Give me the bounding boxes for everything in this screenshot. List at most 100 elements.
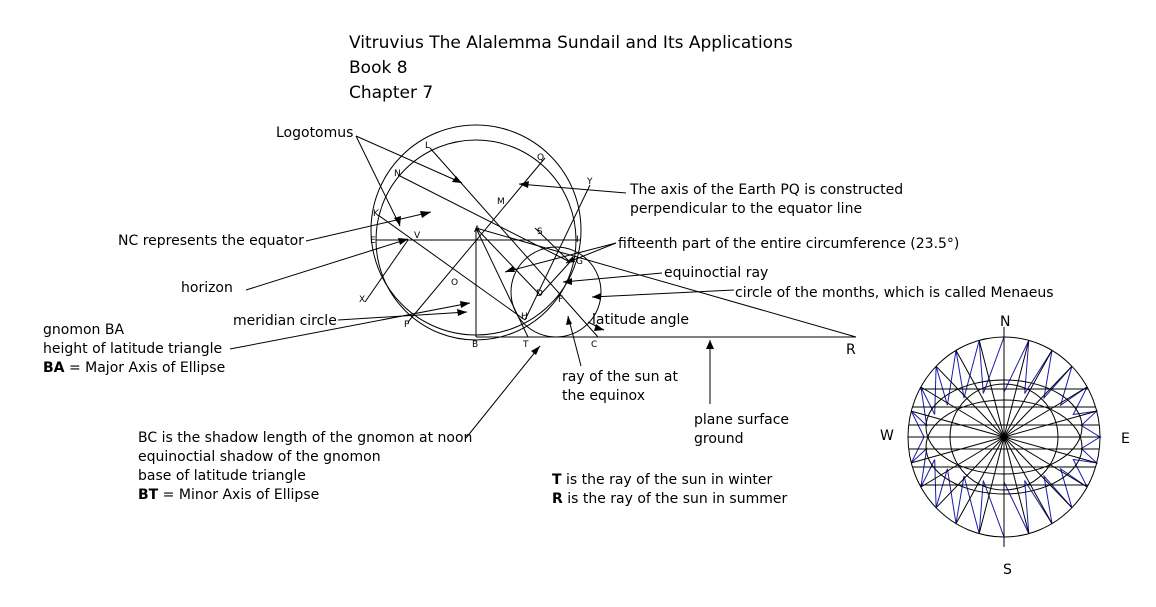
- point-F: F: [558, 295, 563, 305]
- label-circle-months: circle of the months, which is called Me…: [735, 285, 1054, 301]
- point-V: V: [414, 231, 421, 241]
- dial-hour-ray: [920, 436, 1005, 488]
- point-I: I: [576, 235, 579, 245]
- arrow-menaeus: [592, 293, 601, 300]
- label-meridian-circle: meridian circle: [233, 313, 337, 329]
- label-bc-4-rest: = Minor Axis of Ellipse: [158, 487, 320, 503]
- leader-equinoctial: [562, 272, 663, 283]
- point-L: L: [425, 141, 430, 151]
- arrow-fifteenth-1: [566, 256, 575, 263]
- arrow-nc: [420, 211, 431, 218]
- label-gnomon-1: gnomon BA: [43, 322, 125, 338]
- label-r-summer: R is the ray of the sun in summer: [552, 490, 787, 508]
- label-horizon: horizon: [181, 280, 233, 296]
- arrow-equinoctial: [563, 278, 572, 285]
- dial-hour-ray: [920, 386, 1005, 438]
- point-K: K: [373, 209, 380, 219]
- line-Y-H: [524, 184, 591, 321]
- label-bc-4-bold: BT: [138, 487, 159, 503]
- point-A: A: [474, 225, 481, 235]
- label-bc-2: equinoctial shadow of the gnomon: [138, 449, 381, 465]
- leader-nc: [305, 211, 432, 242]
- arrow-gnomon: [460, 301, 470, 308]
- label-gnomon-2: height of latitude triangle: [43, 341, 223, 357]
- leader-menaeus: [591, 289, 735, 298]
- point-N: N: [394, 169, 401, 179]
- arrow-latitude: [594, 324, 604, 331]
- arrow-axis: [519, 181, 529, 188]
- point-Q: Q: [537, 153, 544, 163]
- leader-bc: [465, 345, 541, 439]
- label-latitude-angle: latitude angle: [592, 312, 690, 328]
- arrow-plane: [706, 340, 714, 349]
- line-A-R: [475, 227, 857, 338]
- label-t-bold: T: [552, 472, 562, 488]
- point-C: C: [591, 340, 597, 350]
- arrow-horizon: [398, 238, 408, 245]
- arrow-logotomus-2: [394, 216, 401, 226]
- logotomus-leader-1: [355, 135, 463, 184]
- point-T: T: [522, 340, 529, 350]
- logotomus-leader-2: [355, 135, 401, 227]
- point-E: E: [370, 236, 376, 246]
- label-axis-pq-1: The axis of the Earth PQ is constructed: [630, 182, 904, 198]
- dial-hour-ray: [911, 436, 1005, 464]
- title-line-1: Vitruvius The Alalemma Sundail and Its A…: [349, 33, 793, 53]
- label-bc-1: BC is the shadow length of the gnomon at…: [138, 430, 473, 446]
- arrow-meridian: [457, 309, 467, 316]
- label-r-bold: R: [552, 491, 563, 507]
- line-V-X: [364, 239, 409, 303]
- compass-north: N: [1000, 314, 1011, 330]
- dial-hour-ray: [1003, 386, 1088, 438]
- leader-axis: [518, 183, 627, 194]
- point-O: O: [451, 278, 458, 288]
- dial-hour-ray: [955, 350, 1005, 438]
- label-r-rest: is the ray of the sun in summer: [562, 491, 788, 507]
- point-X: X: [359, 295, 365, 305]
- point-D: D: [536, 289, 543, 299]
- label-t-rest: is the ray of the sun in winter: [561, 472, 773, 488]
- point-M: M: [497, 197, 505, 207]
- dial-hour-ray: [955, 436, 1005, 524]
- title-line-3: Chapter 7: [349, 83, 434, 103]
- dial-hour-ray: [1003, 410, 1097, 438]
- label-bc-4: BT = Minor Axis of Ellipse: [138, 486, 319, 504]
- point-Y: Y: [586, 177, 593, 187]
- point-B: B: [472, 340, 478, 350]
- label-ray-equinox-2: the equinox: [562, 388, 645, 404]
- arrow-fifteenth-2: [505, 266, 515, 272]
- line-D-F: [539, 261, 571, 296]
- label-gnomon-3-bold: BA: [43, 360, 65, 376]
- compass-west: W: [880, 428, 894, 444]
- dial-hour-ray: [1003, 436, 1053, 524]
- compass-east: E: [1121, 431, 1130, 447]
- label-fifteenth: fifteenth part of the entire circumferen…: [618, 236, 960, 252]
- label-nc-equator: NC represents the equator: [118, 233, 304, 249]
- dial-hour-ray: [1003, 436, 1097, 464]
- leader-fifteenth-1: [565, 242, 617, 264]
- label-gnomon-3-rest: = Major Axis of Ellipse: [64, 360, 226, 376]
- line-N-G: [397, 174, 571, 263]
- leader-horizon: [245, 238, 409, 291]
- label-plane-2: ground: [694, 431, 744, 447]
- label-plane-1: plane surface: [694, 412, 790, 428]
- title-line-2: Book 8: [349, 58, 408, 78]
- line-A-D: [475, 227, 541, 296]
- point-H: H: [521, 312, 528, 322]
- point-G: G: [576, 257, 583, 267]
- dial-hour-ray: [911, 410, 1005, 438]
- arrow-ray-equinox: [566, 316, 572, 325]
- arrow-bc: [531, 346, 540, 355]
- compass-south: S: [1003, 562, 1012, 578]
- leader-fifteenth-2: [504, 242, 617, 273]
- label-axis-pq-2: perpendicular to the equator line: [630, 201, 863, 217]
- label-gnomon-3: BA = Major Axis of Ellipse: [43, 359, 225, 377]
- point-P: P: [404, 320, 410, 330]
- label-t-winter: T is the ray of the sun in winter: [552, 471, 772, 489]
- dial-hour-ray: [1003, 350, 1053, 438]
- line-A-T: [475, 227, 529, 338]
- label-logotomus: Logotomus: [276, 125, 354, 141]
